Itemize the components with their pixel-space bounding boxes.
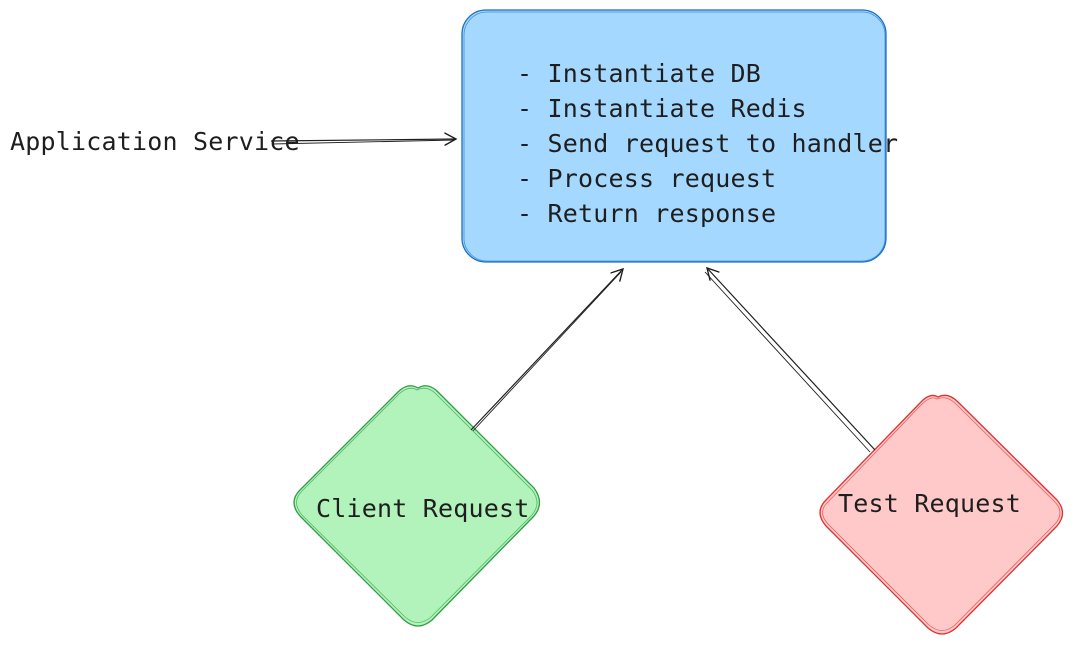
arrow-test-to-service[interactable] [704, 266, 876, 453]
service-step: - Instantiate DB [517, 59, 762, 88]
service-box[interactable] [461, 9, 887, 263]
client-request-label: Client Request [316, 494, 530, 523]
service-steps-list: - Instantiate DB - Instantiate Redis - S… [517, 56, 898, 231]
application-service-label: Application Service [10, 127, 300, 156]
service-step: - Process request [517, 164, 777, 193]
client-request-diamond[interactable] [293, 385, 541, 627]
test-request-label: Test Request [838, 489, 1022, 518]
service-step: - Instantiate Redis [517, 94, 807, 123]
arrow-application-to-service[interactable] [270, 132, 458, 146]
service-step: - Send request to handler [517, 129, 899, 158]
arrow-client-to-service[interactable] [470, 267, 625, 432]
test-request-diamond[interactable] [819, 394, 1064, 635]
service-step: - Return response [517, 199, 777, 228]
